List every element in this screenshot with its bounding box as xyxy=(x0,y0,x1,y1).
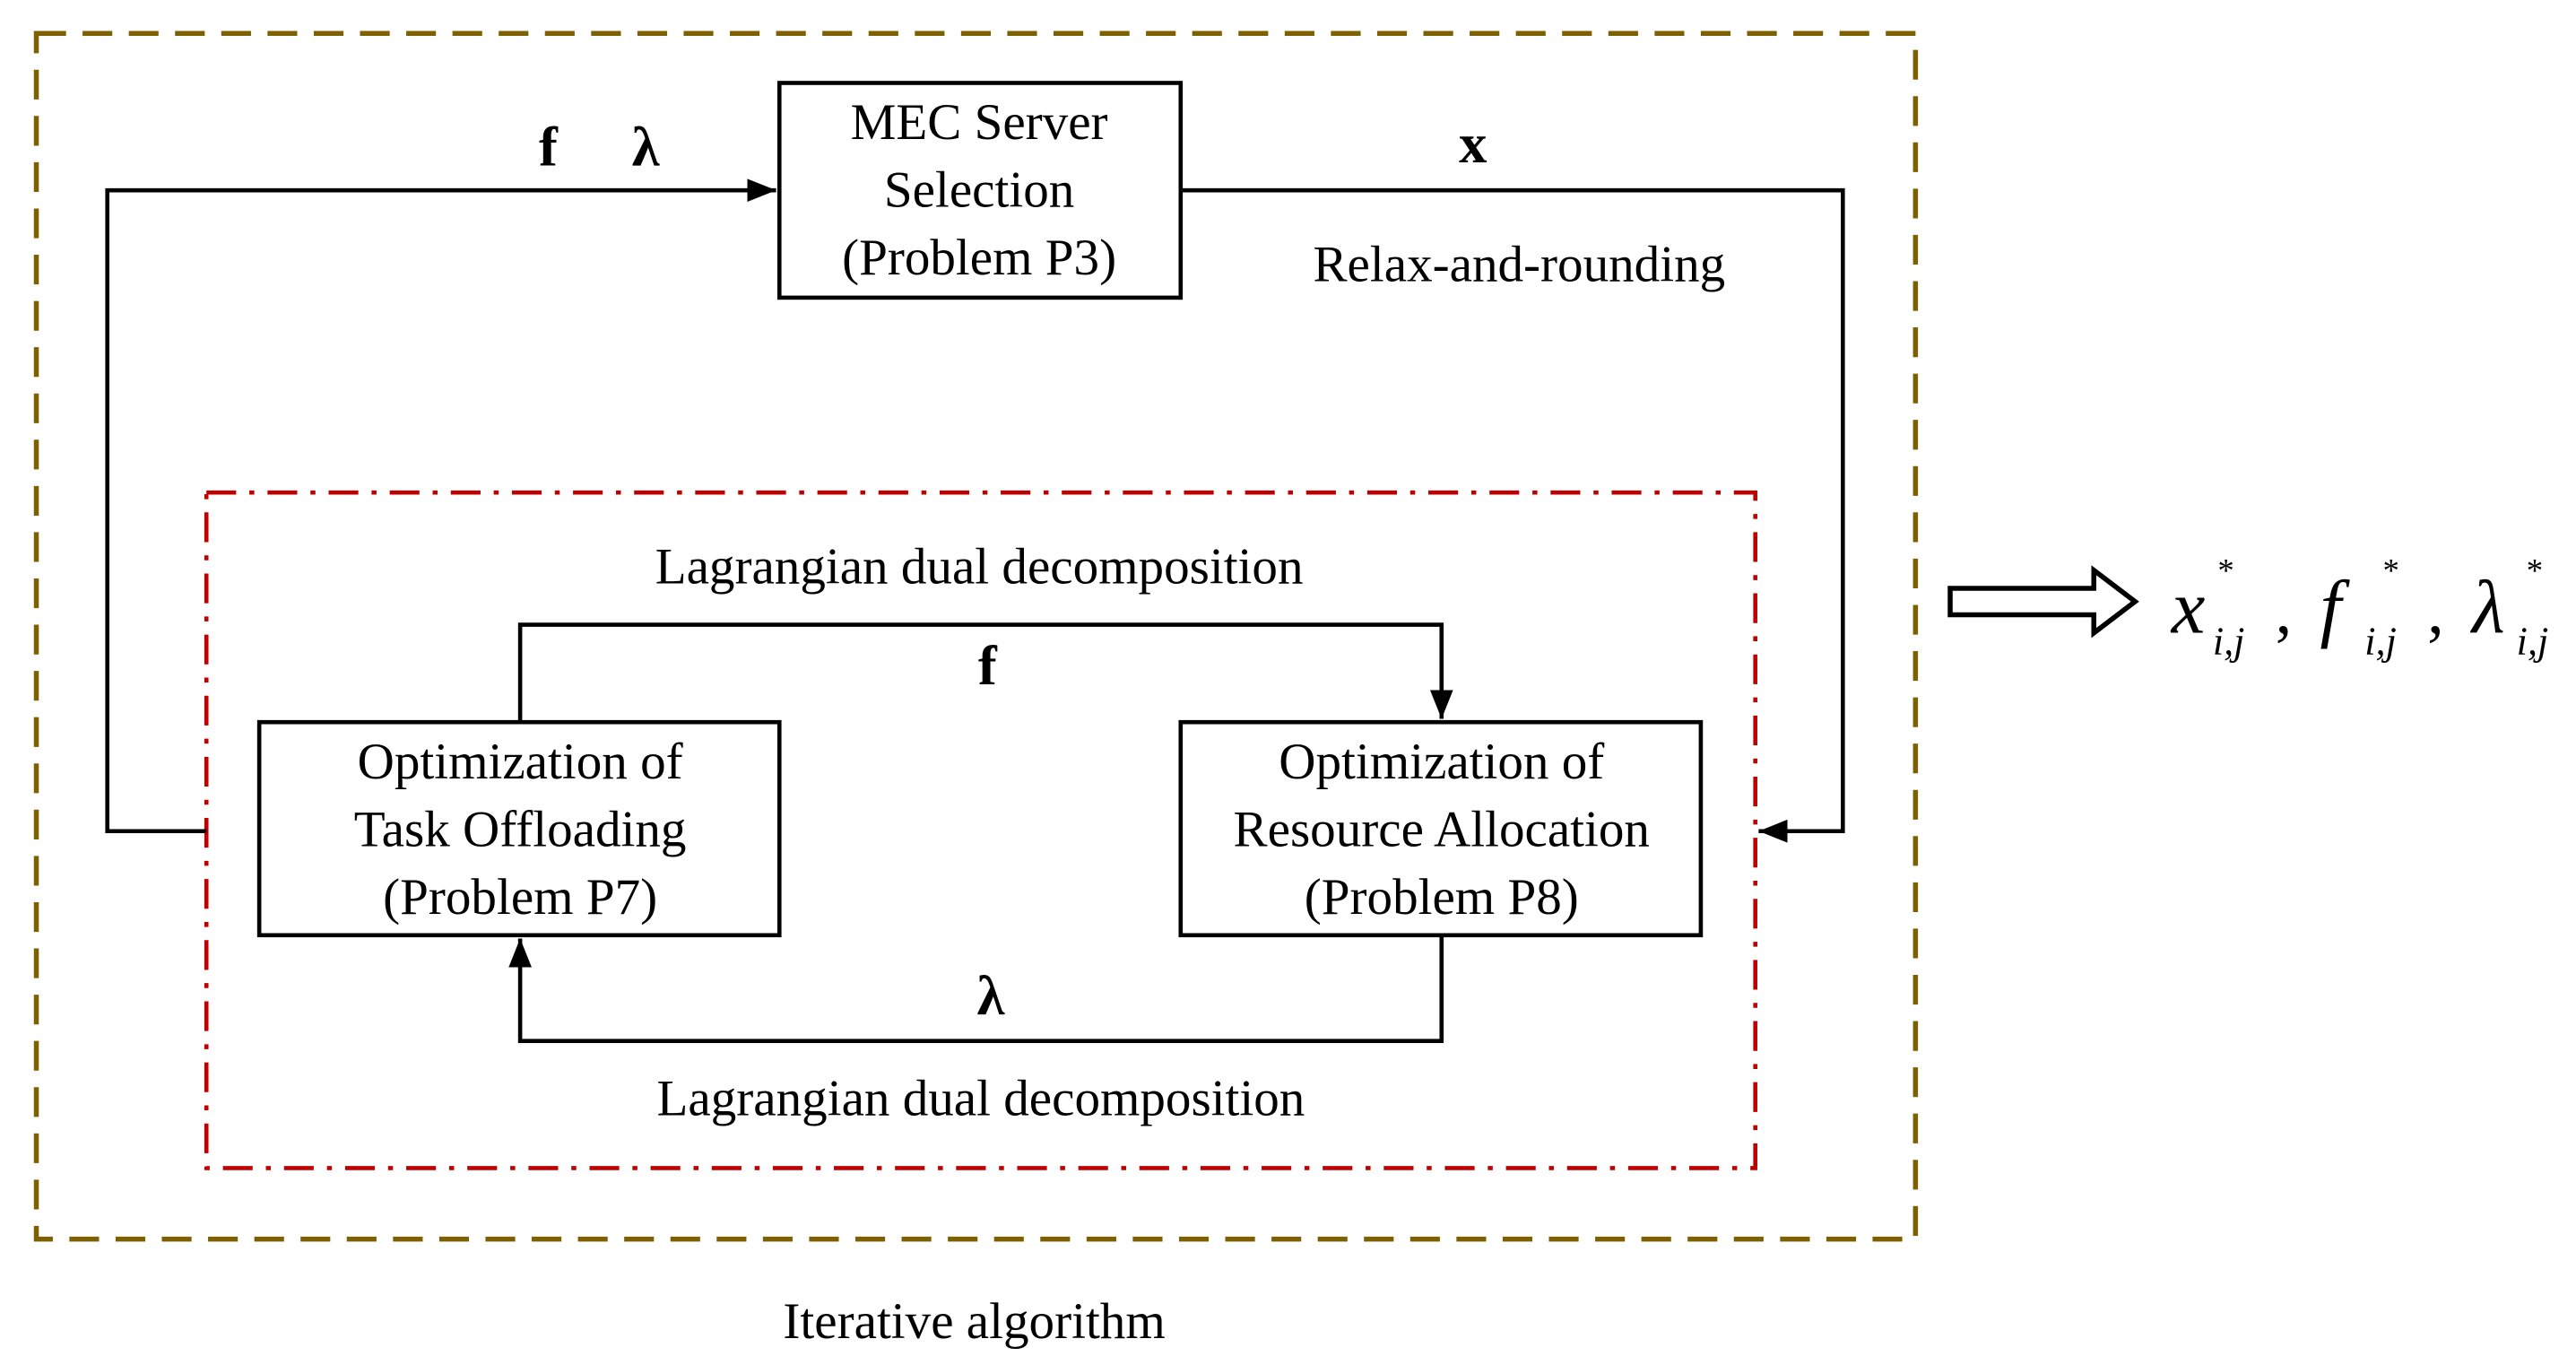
mid-lambda-label: λ xyxy=(977,964,1005,1027)
formula-comma-2: , xyxy=(2427,574,2443,648)
mec-server-selection-box: MEC Server Selection (Problem P3) xyxy=(776,81,1184,300)
task-box-line-3: (Problem P7) xyxy=(383,869,657,926)
formula-lambda-star: * xyxy=(2527,552,2543,589)
resource-allocation-box: Optimization of Resource Allocation (Pro… xyxy=(1178,719,1704,938)
feedback-to-mec-arrow xyxy=(105,178,776,834)
task-box-line-2: Task Offloading xyxy=(354,801,687,857)
f-arrow xyxy=(517,622,1453,723)
formula-comma-1: , xyxy=(2276,574,2292,648)
formula-lambda-sub: i,j xyxy=(2517,620,2549,664)
formula-lambda: λ xyxy=(2469,567,2505,650)
output-arrow-icon xyxy=(1947,565,2139,639)
task-box-line-1: Optimization of xyxy=(358,734,683,790)
iterative-algorithm-border xyxy=(33,30,1919,1242)
optimal-solution-formula: x * i,j , f * i,j , λ * i,j xyxy=(2170,552,2549,664)
formula-f-star: * xyxy=(2383,552,2399,589)
mec-box-line-3: (Problem P3) xyxy=(842,230,1116,286)
iterative-algorithm-label: Iterative algorithm xyxy=(783,1293,1165,1350)
resource-box-line-1: Optimization of xyxy=(1279,734,1604,790)
task-offloading-box: Optimization of Task Offloading (Problem… xyxy=(256,719,782,938)
formula-x: x xyxy=(2170,567,2206,650)
mec-box-line-1: MEC Server xyxy=(851,94,1108,151)
lambda-arrow xyxy=(508,935,1444,1043)
top-x-label: x xyxy=(1459,112,1487,175)
top-lambda-label: λ xyxy=(632,116,660,178)
relax-and-rounding-label: Relax-and-rounding xyxy=(1313,236,1725,292)
mec-to-resource-arrow xyxy=(1180,187,1845,843)
lagrangian-top-label: Lagrangian dual decomposition xyxy=(655,538,1304,595)
formula-x-sub: i,j xyxy=(2213,620,2245,664)
formula-f: f xyxy=(2320,567,2351,650)
mid-f-label: f xyxy=(978,634,998,697)
mec-box-line-2: Selection xyxy=(884,162,1074,219)
resource-box-line-3: (Problem P8) xyxy=(1305,869,1579,926)
lagrangian-bottom-label: Lagrangian dual decomposition xyxy=(657,1071,1305,1127)
top-f-label: f xyxy=(539,116,559,178)
resource-box-line-2: Resource Allocation xyxy=(1234,801,1650,857)
formula-x-star: * xyxy=(2217,552,2233,589)
formula-f-sub: i,j xyxy=(2364,620,2397,664)
